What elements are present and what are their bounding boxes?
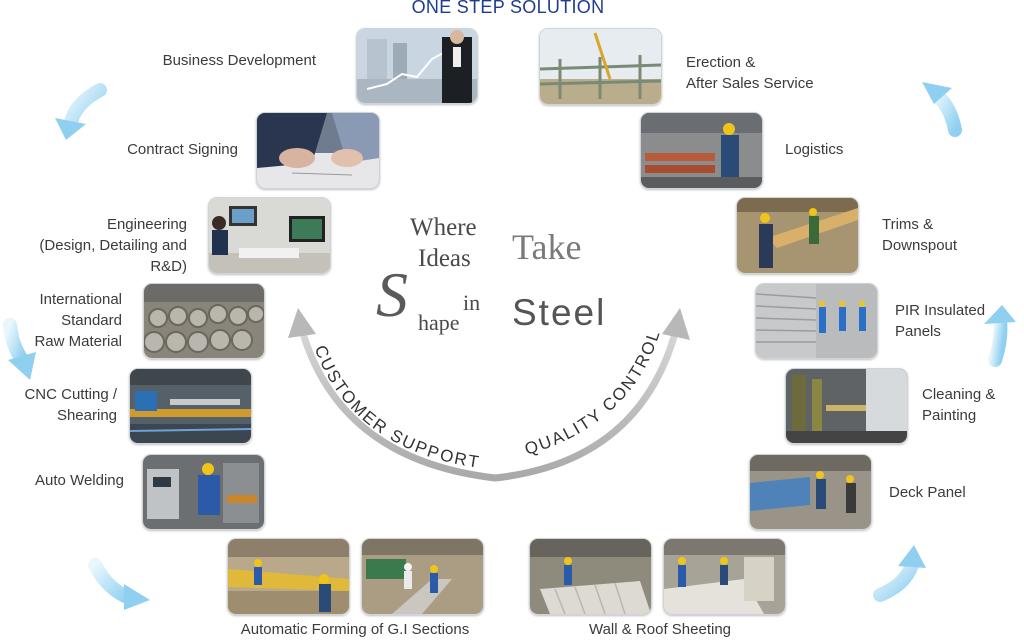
label-raw-material-3: Raw Material xyxy=(34,333,122,350)
label-pir-2: Panels xyxy=(895,323,941,340)
tagline-hape: hape xyxy=(418,310,460,335)
trims-photo xyxy=(736,197,859,274)
blue-arrow-top-right-icon xyxy=(922,82,962,137)
roof-sheeting-photo xyxy=(529,538,652,615)
tagline-ideas: Ideas xyxy=(418,245,471,272)
label-erection-1: Erection & xyxy=(686,54,756,71)
cnc-machine-photo xyxy=(129,368,252,444)
label-pir-1: PIR Insulated xyxy=(895,302,986,319)
label-contract-signing: Contract Signing xyxy=(127,141,238,158)
label-trims-1: Trims & xyxy=(882,216,934,233)
label-raw-material-2: Standard xyxy=(61,312,122,329)
erection-photo xyxy=(539,28,662,105)
label-engineering-1: Engineering xyxy=(106,216,187,233)
page-title: ONE STEP SOLUTION xyxy=(411,0,605,17)
tagline-steel: Steel xyxy=(512,292,607,333)
steel-coils-photo xyxy=(143,283,265,359)
business-meeting-photo xyxy=(356,28,478,104)
label-cnc-1: CNC Cutting / xyxy=(24,386,117,403)
label-logistics: Logistics xyxy=(785,141,844,158)
blue-arrow-left-icon xyxy=(3,318,36,380)
welding-photo xyxy=(142,454,265,530)
label-engineering-2: (Design, Detailing and R&D) xyxy=(39,237,187,275)
label-wall-roof-sheeting: Wall & Roof Sheeting xyxy=(588,621,732,638)
roof-sheeting-2-photo xyxy=(663,538,786,615)
label-business-development: Business Development xyxy=(162,52,316,69)
forming-line-2-photo xyxy=(361,538,484,615)
label-cnc-2: Shearing xyxy=(56,407,117,424)
tagline-where: Where xyxy=(410,214,477,241)
label-deck-panel: Deck Panel xyxy=(889,484,966,501)
quality-control-arc xyxy=(491,308,690,482)
contract-signing-photo xyxy=(256,112,380,189)
engineering-workstation-photo xyxy=(208,197,331,274)
label-erection-2: After Sales Service xyxy=(686,75,814,92)
label-trims-2: Downspout xyxy=(882,237,958,254)
logistics-photo xyxy=(640,112,763,189)
label-automatic-forming: Automatic Forming of G.I Sections xyxy=(240,621,470,638)
painting-photo xyxy=(785,368,908,444)
quality-control-label: QUALITY CONTROL xyxy=(522,327,664,459)
label-cleaning-2: Painting xyxy=(922,407,977,424)
blue-arrow-right-icon xyxy=(984,305,1016,367)
pir-panels-photo xyxy=(755,283,878,359)
forming-line-photo xyxy=(227,538,350,615)
tagline-s-letter: S xyxy=(376,259,408,330)
deck-panel-photo xyxy=(749,454,872,530)
label-raw-material-1: International xyxy=(39,291,122,308)
customer-support-arc xyxy=(288,308,499,482)
blue-arrow-bottom-left-icon xyxy=(88,558,150,610)
label-auto-welding: Auto Welding xyxy=(35,472,124,489)
blue-arrow-top-left-icon xyxy=(55,83,107,140)
tagline-in: in xyxy=(463,290,481,315)
tagline-take: Take xyxy=(512,227,582,267)
blue-arrow-bottom-right-icon xyxy=(873,545,926,602)
label-cleaning-1: Cleaning & xyxy=(922,386,996,403)
